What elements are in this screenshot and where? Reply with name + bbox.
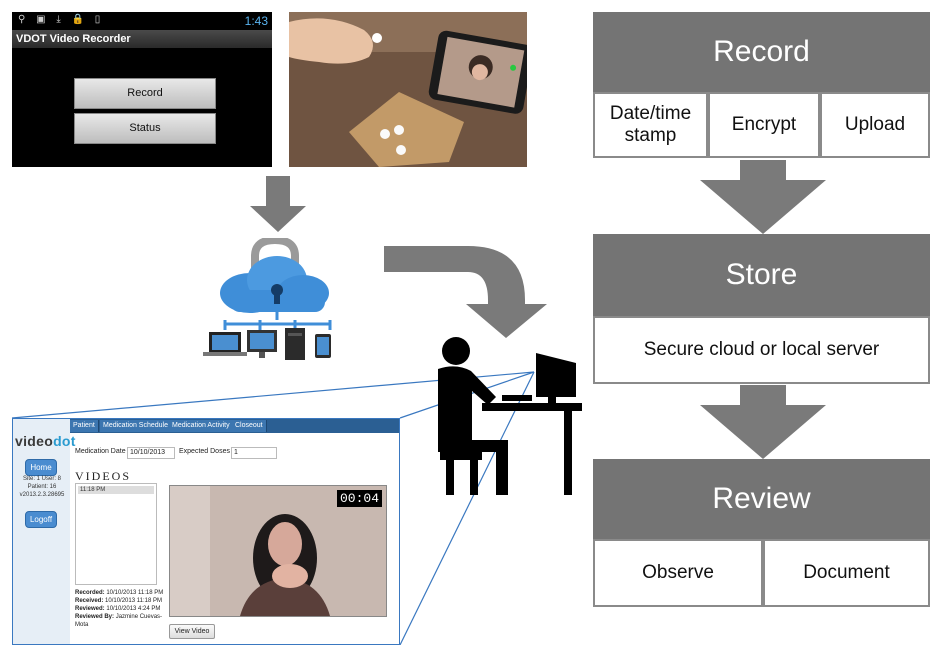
medication-date-field[interactable]: 10/10/2013 bbox=[127, 447, 175, 459]
secure-cloud-icon bbox=[203, 238, 332, 360]
tab-bar: Patient Medication Schedule Medication A… bbox=[70, 419, 399, 433]
review-stage-header: Review bbox=[593, 459, 930, 539]
tab-patient[interactable]: Patient bbox=[70, 420, 99, 432]
curved-arrow-icon bbox=[384, 246, 547, 338]
videodot-web-app-screenshot: videodot Home Site: 1 User: 8 Patient: 1… bbox=[12, 418, 400, 645]
phone-record-button[interactable]: Record bbox=[74, 78, 216, 109]
video-timer: 00:04 bbox=[336, 490, 382, 507]
expected-doses-field[interactable]: 1 bbox=[231, 447, 277, 459]
medication-date-label: Medication Date bbox=[75, 448, 126, 455]
video-list-item[interactable]: 11:18 PM bbox=[78, 486, 154, 494]
logoff-button[interactable]: Logoff bbox=[25, 511, 57, 528]
record-to-store-arrow-icon bbox=[700, 160, 826, 234]
reviewed-meta: Reviewed: 10/10/2013 4:24 PM bbox=[75, 606, 161, 612]
store-stage-header: Store bbox=[593, 234, 930, 316]
phone-status-bar: ⚲ ▣ ⤓ 🔒 ▯ 1:43 bbox=[12, 12, 272, 30]
store-to-review-arrow-icon bbox=[700, 385, 826, 459]
app-title-bar: VDOT Video Recorder bbox=[12, 30, 272, 48]
received-meta: Received: 10/10/2013 11:18 PM bbox=[75, 598, 162, 604]
phone-status-button[interactable]: Status bbox=[74, 113, 216, 144]
view-video-button[interactable]: View Video bbox=[169, 624, 215, 639]
videos-heading: VIDEOS bbox=[75, 469, 131, 483]
record-stage-header: Record bbox=[593, 12, 930, 92]
encrypt-box: Encrypt bbox=[708, 92, 820, 158]
videodot-logo: videodot bbox=[15, 433, 76, 449]
video-frame bbox=[170, 486, 386, 616]
site-info: Site: 1 User: 8 Patient: 16 v2013.2.3.28… bbox=[19, 476, 65, 498]
pill-recording-photo bbox=[289, 12, 527, 167]
upload-box: Upload bbox=[820, 92, 930, 158]
tab-closeout[interactable]: Closeout bbox=[232, 420, 267, 432]
down-arrow-icon bbox=[250, 176, 306, 232]
left-navigation: videodot Home Site: 1 User: 8 Patient: 1… bbox=[13, 419, 75, 644]
video-list[interactable]: 11:18 PM bbox=[75, 483, 157, 585]
tab-medication-schedule[interactable]: Medication Schedule bbox=[100, 420, 172, 432]
video-player[interactable]: 00:04 bbox=[169, 485, 387, 617]
observe-box: Observe bbox=[593, 539, 763, 607]
tab-medication-activity[interactable]: Medication Activity bbox=[169, 420, 234, 432]
photo-illustration bbox=[289, 12, 527, 167]
phone-screenshot: ⚲ ▣ ⤓ 🔒 ▯ 1:43 VDOT Video Recorder Recor… bbox=[12, 12, 272, 167]
secure-cloud-server-box: Secure cloud or local server bbox=[593, 316, 930, 384]
status-icons: ⚲ ▣ ⤓ 🔒 ▯ bbox=[18, 14, 105, 25]
reviewer-at-computer-icon bbox=[438, 337, 582, 495]
reviewed-by-meta: Reviewed By: Jazmine Cuevas-Mota bbox=[75, 614, 163, 628]
recorded-meta: Recorded: 10/10/2013 11:18 PM bbox=[75, 590, 164, 596]
home-button[interactable]: Home bbox=[25, 459, 57, 476]
expected-doses-label: Expected Doses bbox=[179, 448, 230, 455]
date-time-stamp-box: Date/time stamp bbox=[593, 92, 708, 158]
phone-clock: 1:43 bbox=[244, 14, 268, 28]
document-box: Document bbox=[763, 539, 930, 607]
